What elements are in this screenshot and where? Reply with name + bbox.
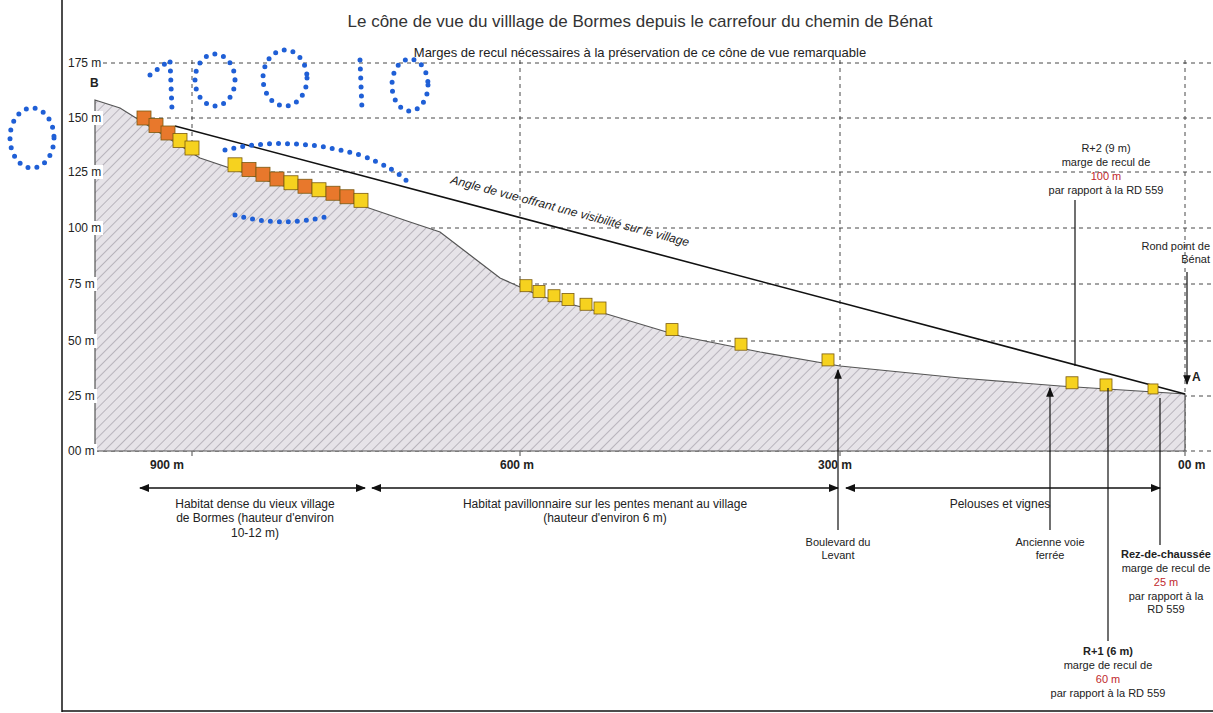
frame-line: [61, 0, 63, 712]
grid-lines: [95, 60, 1213, 460]
building: [666, 324, 678, 336]
range-arrow: [846, 487, 1160, 488]
range-arrow: [372, 487, 838, 488]
building: [594, 302, 606, 314]
setback-heading: R+2 (9 m): [1031, 142, 1181, 155]
axis-label: 50 m: [66, 334, 97, 348]
distance-label: 600 m: [500, 458, 534, 472]
distance-label: 900 m: [150, 458, 184, 472]
building: [822, 354, 834, 366]
zone-label: Pelouses et vignes: [925, 497, 1075, 511]
setback-distance: 60 m: [1033, 673, 1183, 686]
building: [1100, 379, 1112, 391]
setback-text: marge de recul de: [1033, 659, 1183, 672]
zone-label: Habitat pavillonnaire sur les pentes men…: [440, 497, 770, 526]
axis-label: 25 m: [66, 389, 97, 403]
dotted-annotation: [10, 50, 428, 222]
chart-title: Le cône de vue du villlage de Bormes dep…: [230, 12, 1050, 32]
setback-text: par rapport à la RD 559: [1033, 687, 1183, 700]
building: [228, 158, 242, 172]
building: [256, 167, 270, 181]
point-label: A: [1192, 370, 1201, 384]
axis-label: 175 m: [66, 56, 103, 70]
subtitle: Marges de recul nécessaires à la préserv…: [260, 45, 1020, 61]
axis-label: 00 m: [66, 444, 97, 458]
distance-label: 300 m: [818, 458, 852, 472]
feature-label: Ancienne voie ferrée: [1010, 536, 1090, 562]
setback-text: marge de recul de: [1120, 562, 1212, 575]
building: [580, 298, 592, 310]
building: [354, 193, 368, 207]
building: [326, 186, 340, 200]
terrain-profile: [95, 100, 1185, 451]
zone-label: Habitat dense du vieux village de Bormes…: [168, 497, 343, 540]
building: [312, 183, 326, 197]
axis-label: 100 m: [66, 221, 103, 235]
axis-label: 150 m: [66, 111, 103, 125]
axis-label: 125 m: [66, 165, 103, 179]
pointer-arrow: [1186, 272, 1187, 384]
distance-label: 00 m: [1178, 458, 1205, 472]
building: [520, 280, 532, 292]
feature-label: Boulevard du Levant: [798, 536, 878, 562]
grid-line: [95, 63, 1213, 64]
building: [298, 179, 312, 193]
building: [185, 141, 199, 155]
pointer-line: [1107, 388, 1108, 641]
grid-line: [95, 118, 1213, 119]
setback-distance: 25 m: [1120, 576, 1212, 589]
building: [533, 286, 545, 298]
building: [340, 190, 354, 204]
setback-text: par rapport à la RD 559: [1120, 590, 1212, 616]
range-arrow: [140, 487, 365, 488]
building: [548, 290, 560, 302]
pointer-line: [1159, 398, 1160, 545]
point-label: B: [90, 76, 99, 90]
building: [284, 176, 298, 190]
buildings: [137, 111, 1158, 394]
building: [270, 172, 284, 186]
building: [562, 293, 574, 305]
building: [1148, 384, 1158, 394]
roundabout-label: Rond point de Bénat: [1138, 240, 1210, 266]
building: [735, 338, 747, 350]
setback-heading: R+1 (6 m): [1033, 645, 1183, 658]
setback-heading: Rez-de-chaussée: [1120, 548, 1212, 561]
building: [242, 163, 256, 177]
axis-label: 75 m: [66, 277, 97, 291]
sight-line: [175, 126, 1185, 394]
pointer-line: [1074, 200, 1075, 366]
pointer-arrow: [837, 370, 838, 530]
setback-text: marge de recul de: [1031, 156, 1181, 169]
building: [1066, 377, 1078, 389]
frame-line: [62, 710, 1213, 712]
setback-distance: 100 m: [1031, 170, 1181, 183]
setback-text: par rapport à la RD 559: [1031, 184, 1181, 197]
